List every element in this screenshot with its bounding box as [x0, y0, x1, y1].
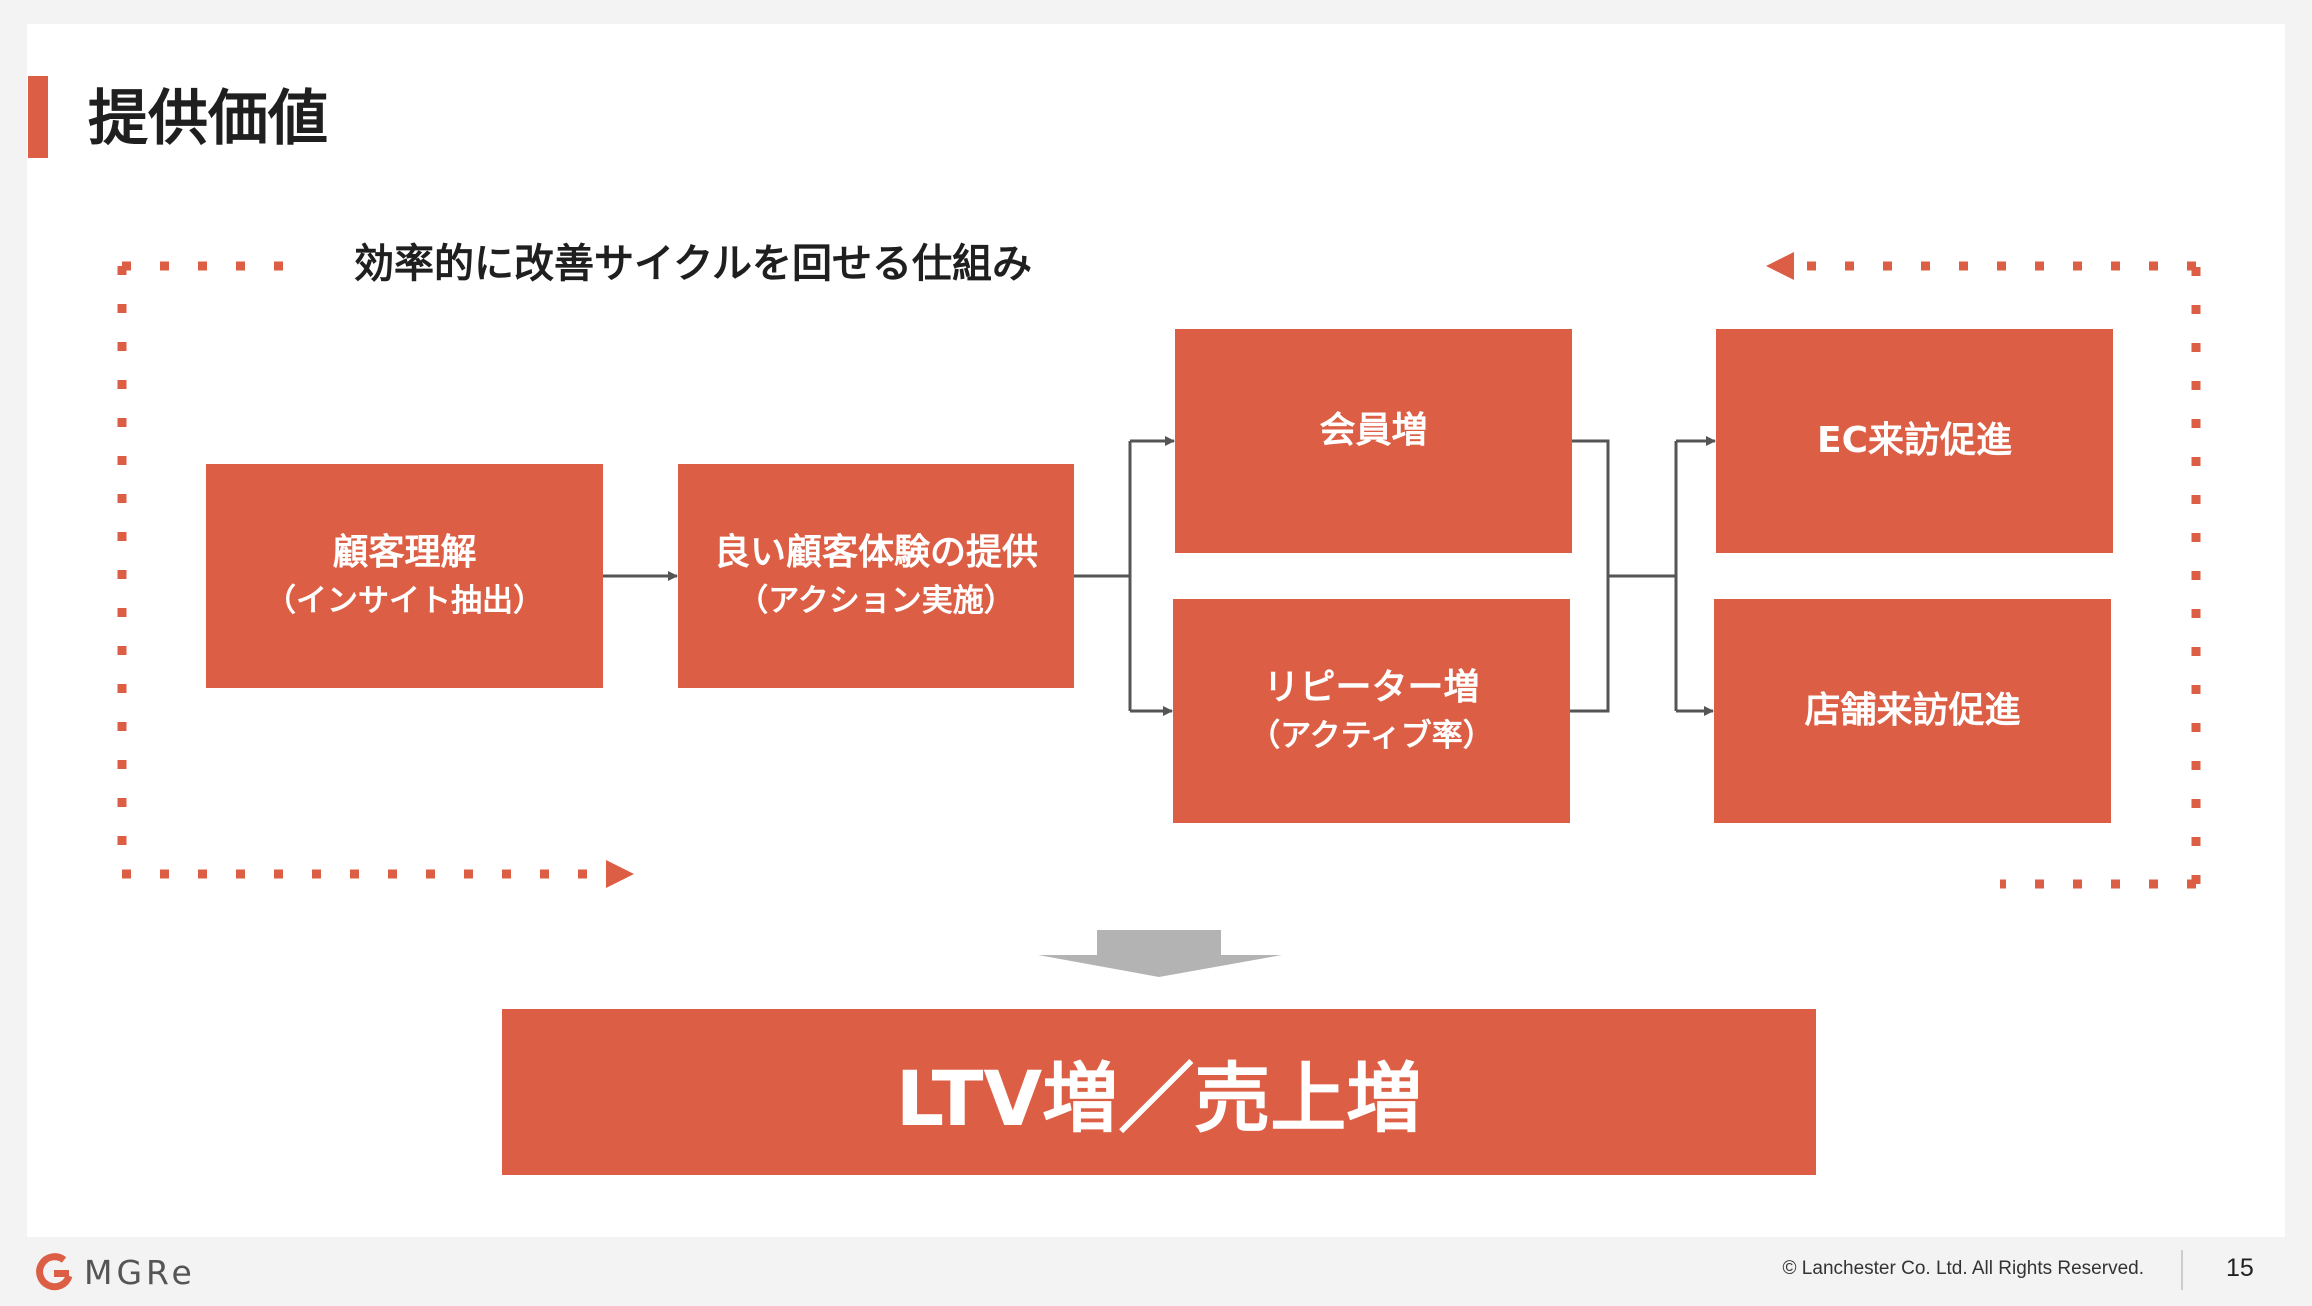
company-logo: MGRe — [34, 1252, 196, 1292]
title-accent-bar — [28, 76, 48, 158]
copyright: © Lanchester Co. Ltd. All Rights Reserve… — [1782, 1258, 2144, 1279]
logo-text: MGRe — [84, 1252, 196, 1292]
box-label: EC来訪促進 — [1816, 420, 2012, 461]
box-label: 店舗来訪促進 — [1804, 690, 2021, 731]
box-ec-visit: EC来訪促進 — [1716, 329, 2113, 553]
loop-arrow-right-icon — [606, 860, 634, 888]
page-title: 提供価値 — [88, 84, 328, 154]
footer-divider — [2181, 1250, 2183, 1290]
footer — [0, 1237, 2312, 1306]
feedback-loop-left — [117, 261, 634, 888]
box-label: 良い顧客体験の提供 — [713, 532, 1038, 573]
box-sublabel: （アクティブ率） — [1249, 718, 1494, 754]
cycle-caption: 効率的に改善サイクルを回せる仕組み — [354, 241, 1032, 287]
box-good-experience: 良い顧客体験の提供 （アクション実施） — [678, 464, 1074, 688]
box-customer-understanding: 顧客理解 （インサイト抽出） — [206, 464, 603, 688]
page-number: 15 — [2226, 1254, 2254, 1282]
box-store-visit: 店舗来訪促進 — [1714, 599, 2111, 823]
box-member-increase: 会員増 — [1175, 329, 1572, 553]
box-label: リピーター増 — [1263, 667, 1480, 708]
box-sublabel: （アクション実施） — [737, 583, 1015, 619]
box-label: 会員増 — [1319, 410, 1428, 451]
connector-experience-split — [1074, 436, 1175, 716]
mgre-logo-icon — [36, 1253, 73, 1291]
loop-arrow-left-icon — [1766, 252, 1794, 280]
down-arrow-icon — [1038, 930, 1282, 977]
box-sublabel: （インサイト抽出） — [265, 583, 544, 619]
result-banner: LTV増／売上増 — [502, 1009, 1816, 1175]
box-repeater-increase: リピーター増 （アクティブ率） — [1173, 599, 1570, 823]
feedback-loop-right — [1766, 252, 2201, 889]
connector-merge-split — [1570, 436, 1716, 716]
box-label: 顧客理解 — [332, 532, 477, 573]
